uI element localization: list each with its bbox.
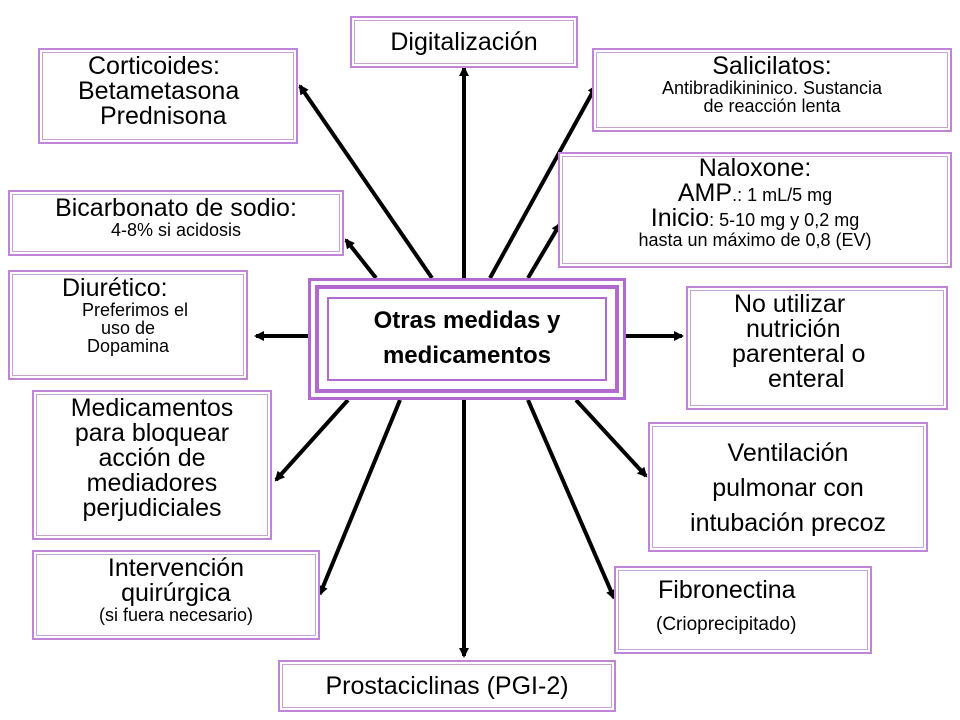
bicarbonato-title: Bicarbonato de sodio: (55, 194, 297, 222)
box-nutricion: No utilizar nutrición parenteral o enter… (686, 286, 948, 410)
prostaciclinas-label: Prostaciclinas (PGI-2) (325, 672, 569, 700)
naloxone-inicio-value: : 5-10 mg y 0,2 mg (709, 210, 860, 230)
box-fibronectina: Fibronectina (Crioprecipitado) (614, 566, 872, 654)
box-salicilatos: Salicilatos: Antibradikininico. Sustanci… (592, 48, 952, 132)
medicamentos-line-4: mediadores (86, 469, 218, 497)
intervencion-line-3: (si fuera necesario) (98, 605, 254, 625)
box-corticoides: Corticoides: Betametasona Prednisona (38, 48, 298, 144)
medicamentos-line-1: Medicamentos (70, 394, 234, 422)
medicamentos-line-2: para bloquear (74, 419, 230, 447)
corticoides-item-1: Betametasona (78, 77, 240, 105)
corticoides-title: Corticoides: (88, 52, 220, 80)
intervencion-line-1: Intervención (107, 554, 245, 582)
naloxone-title: Naloxone: (698, 154, 812, 182)
arrow-to-bicarbonato (344, 238, 378, 280)
medicamentos-line-5: perjudiciales (82, 494, 222, 522)
fibronectina-title: Fibronectina (658, 576, 796, 604)
corticoides-item-2: Prednisona (100, 102, 227, 130)
medicamentos-line-3: acción de (98, 444, 206, 472)
arrow-to-salicilatos (488, 84, 598, 279)
center-title-line1: Otras medidas y (373, 307, 561, 335)
digitalizacion-label: Digitalización (390, 28, 538, 56)
arrow-to-medicamentos (274, 398, 350, 482)
arrow-to-ventilacion (574, 398, 648, 478)
bicarbonato-desc: 4-8% si acidosis (110, 220, 242, 240)
diuretico-desc-1: Preferimos el (81, 300, 189, 320)
box-naloxone: Naloxone: AMP.: 1 mL/5 mg Inicio: 5-10 m… (558, 152, 952, 268)
salicilatos-desc-2: de reacción lenta (703, 96, 841, 116)
salicilatos-title: Salicilatos: (712, 52, 832, 80)
nutricion-line-2: nutrición (746, 315, 841, 343)
ventilacion-line-2: pulmonar con (712, 474, 864, 502)
nutricion-line-4: enteral (768, 365, 845, 393)
box-bicarbonato: Bicarbonato de sodio: 4-8% si acidosis (8, 190, 344, 256)
arrow-to-corticoides (298, 84, 434, 280)
naloxone-inicio: Inicio: 5-10 mg y 0,2 mg (560, 206, 950, 231)
box-medicamentos: Medicamentos para bloquear acción de med… (32, 390, 272, 540)
arrow-to-fibronectina (526, 399, 616, 600)
intervencion-line-2: quirúrgica (121, 579, 231, 607)
diuretico-desc-2: uso de (100, 318, 156, 338)
center-node: Otras medidas y medicamentos (308, 278, 626, 400)
arrow-to-naloxone (526, 222, 562, 280)
box-ventilacion: Ventilación pulmonar con intubación prec… (648, 422, 928, 552)
box-prostaciclinas: Prostaciclinas (PGI-2) (278, 660, 616, 712)
salicilatos-desc-1: Antibradikininico. Sustancia (661, 78, 883, 98)
diuretico-desc-3: Dopamina (86, 336, 170, 356)
naloxone-max: hasta un máximo de 0,8 (EV) (638, 230, 872, 250)
naloxone-inicio-label: Inicio (650, 204, 710, 232)
nutricion-line-3: parenteral o (732, 340, 866, 368)
nutricion-line-1: No utilizar (734, 290, 846, 318)
box-diuretico: Diurético: Preferimos el uso de Dopamina (8, 270, 248, 380)
arrow-to-intervencion (318, 399, 402, 596)
box-intervencion: Intervención quirúrgica (si fuera necesa… (32, 550, 320, 640)
diuretico-title: Diurético: (62, 274, 168, 302)
naloxone-amp-label: AMP (677, 179, 733, 207)
box-digitalizacion: Digitalización (350, 16, 578, 68)
center-title-line2: medicamentos (382, 342, 552, 369)
naloxone-amp: AMP.: 1 mL/5 mg (560, 181, 950, 206)
fibronectina-desc: (Crioprecipitado) (656, 614, 797, 635)
ventilacion-line-3: intubación precoz (690, 509, 886, 537)
ventilacion-line-1: Ventilación (727, 439, 849, 467)
naloxone-amp-value: .: 1 mL/5 mg (732, 185, 833, 205)
